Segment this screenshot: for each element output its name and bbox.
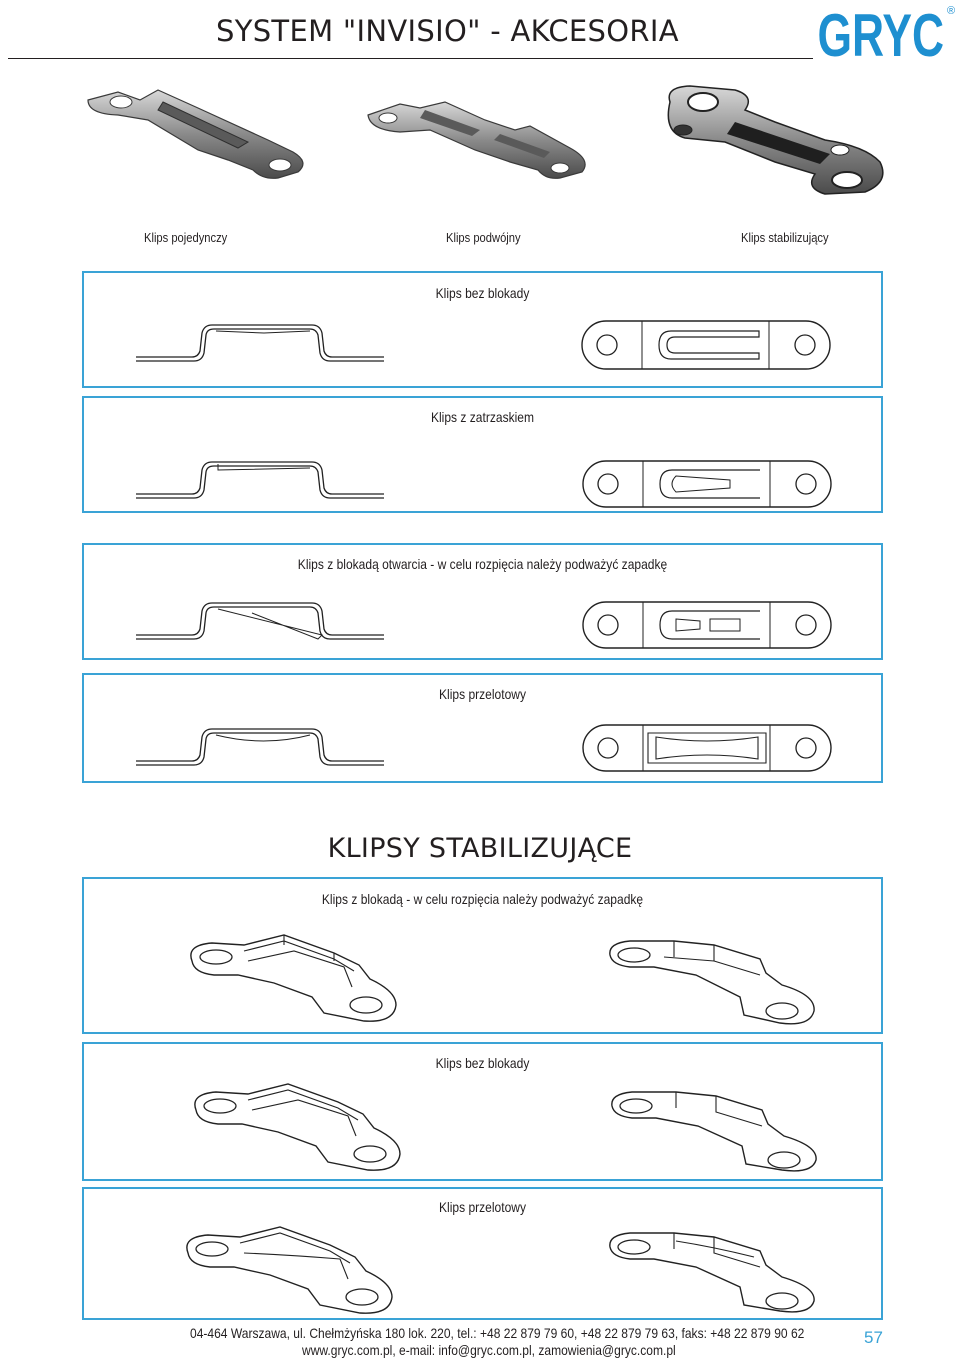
panel-title: Klips przelotowy <box>439 686 526 702</box>
top-view-drawing <box>581 320 831 370</box>
panel-clip-no-lock: Klips bez blokady <box>82 271 883 388</box>
isometric-drawing-left <box>190 934 397 1022</box>
side-view-drawing <box>136 461 384 499</box>
side-view-drawing <box>136 324 384 362</box>
panel-clip-through: Klips przelotowy <box>82 673 883 783</box>
caption-single-clip: Klips pojedynczy <box>144 230 228 245</box>
panel-title: Klips z zatrzaskiem <box>430 409 535 425</box>
panel-title: Klips bez blokady <box>435 285 530 301</box>
isometric-drawing-left <box>194 1083 401 1171</box>
side-view-drawing <box>136 602 384 640</box>
isometric-drawing-right <box>609 940 815 1025</box>
panel-stabilizing-no-lock: Klips bez blokady <box>82 1042 883 1181</box>
registered-mark: ® <box>947 5 955 17</box>
header-rule <box>8 58 813 59</box>
isometric-drawing-left <box>186 1226 393 1314</box>
footer-address: 04-464 Warszawa, ul. Chełmżyńska 180 lok… <box>190 1325 805 1341</box>
caption-double-clip: Klips podwójny <box>446 230 521 245</box>
gryc-logo: GRYC ® <box>816 2 960 70</box>
panel-clip-opening-lock: Klips z blokadą otwarcia - w celu rozpię… <box>82 543 883 660</box>
panel-stabilizing-through: Klips przelotowy <box>82 1187 883 1320</box>
page-title: SYSTEM "INVISIO" - AKCESORIA <box>216 14 679 48</box>
panel-title: Klips z blokadą otwarcia - w celu rozpię… <box>297 556 668 572</box>
isometric-drawing-right <box>611 1091 817 1172</box>
panel-clip-snap: Klips z zatrzaskiem <box>82 396 883 513</box>
section-heading: KLIPSY STABILIZUJĄCE <box>327 833 633 864</box>
logo-text: GRYC <box>817 3 944 64</box>
photo-single-clip <box>87 89 304 179</box>
top-view-drawing <box>582 724 832 772</box>
caption-stabilizing-clip: Klips stabilizujący <box>741 230 829 245</box>
footer-contact: www.gryc.com.pl, e-mail: info@gryc.com.p… <box>302 1342 676 1358</box>
top-view-drawing <box>582 460 832 508</box>
photo-stabilizing-clip <box>667 85 884 195</box>
page-number: 57 <box>864 1328 883 1347</box>
panel-title: Klips z blokadą - w celu rozpięcia należ… <box>321 891 644 907</box>
panel-title: Klips bez blokady <box>435 1055 530 1071</box>
side-view-drawing <box>136 728 384 766</box>
top-view-drawing <box>582 601 832 649</box>
panel-stabilizing-lock: Klips z blokadą - w celu rozpięcia należ… <box>82 877 883 1034</box>
photo-double-clip <box>367 101 586 179</box>
panel-title: Klips przelotowy <box>439 1199 526 1215</box>
isometric-drawing-right <box>609 1232 815 1313</box>
